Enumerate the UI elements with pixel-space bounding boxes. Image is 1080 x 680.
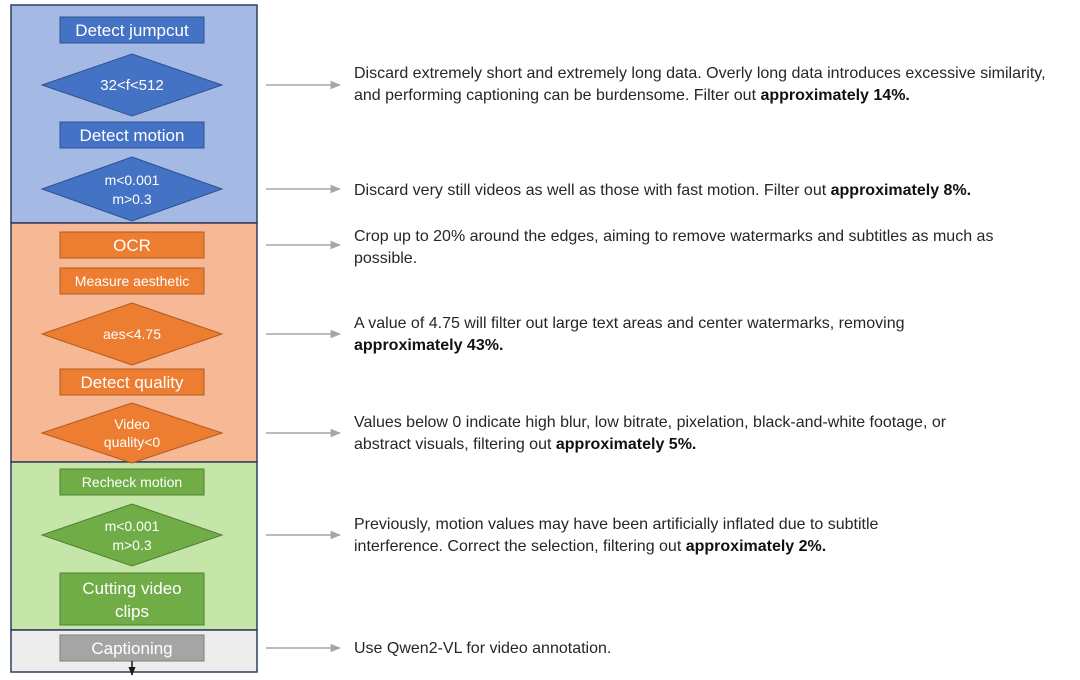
motion-condition-line1: m<0.001 [105,172,160,188]
annotation-frames-bold: approximately 14%. [760,87,910,104]
quality-condition-line1: Video [114,416,150,432]
annotation-ocr: Crop up to 20% around the edges, aiming … [354,226,994,270]
cutting-clips-line1: Cutting video [82,579,181,598]
ocr-label: OCR [113,236,151,255]
ocr-box [59,231,205,259]
aesthetic-condition-label: aes<4.75 [103,326,161,342]
annotation-captioning-text: Use Qwen2-VL for video annotation. [354,640,612,657]
recheck-condition-line2: m>0.3 [112,537,152,553]
annotation-recheck-bold: approximately 2%. [685,538,827,555]
quality-condition-line2: quality<0 [104,434,161,450]
frames-condition-label: 32<f<512 [100,77,163,94]
annotation-quality-bold: approximately 5%. [555,436,697,453]
annotation-motion-bold: approximately 8%. [830,182,972,199]
annotation-aesthetic-bold: approximately 43%. [354,337,504,354]
motion-condition-line2: m>0.3 [112,191,152,207]
annotation-quality-text: Values below 0 indicate high blur, low b… [354,414,947,453]
recheck-motion-box [59,468,205,496]
detect-jumpcut-box [59,16,205,44]
cutting-clips-line2: clips [115,602,149,621]
annotation-recheck-text: Previously, motion values may have been … [354,516,879,555]
detect-motion-label: Detect motion [80,126,185,145]
detect-jumpcut-label: Detect jumpcut [75,21,189,40]
detect-motion-box [59,121,205,149]
measure-aesthetic-box [59,267,205,295]
cutting-clips-box [59,572,205,626]
frames-condition-diamond [40,53,224,117]
annotation-quality: Values below 0 indicate high blur, low b… [354,412,964,456]
annotation-aesthetic: A value of 4.75 will filter out large te… [354,313,934,357]
annotation-recheck: Previously, motion values may have been … [354,514,964,558]
detect-quality-box [59,368,205,396]
recheck-condition-diamond [40,503,224,567]
annotation-aesthetic-text: A value of 4.75 will filter out large te… [354,315,905,332]
quality-condition-diamond [40,402,224,464]
annotation-motion: Discard very still videos as well as tho… [354,180,1064,202]
detect-quality-label: Detect quality [81,373,184,392]
recheck-condition-line1: m<0.001 [105,518,160,534]
captioning-label: Captioning [91,639,172,658]
annotation-captioning: Use Qwen2-VL for video annotation. [354,638,1064,660]
aesthetic-condition-diamond [40,302,224,366]
annotation-frames-text: Discard extremely short and extremely lo… [354,65,1046,104]
measure-aesthetic-label: Measure aesthetic [75,273,189,289]
annotation-frames: Discard extremely short and extremely lo… [354,63,1064,107]
recheck-motion-label: Recheck motion [82,474,182,490]
annotation-motion-text: Discard very still videos as well as tho… [354,182,831,199]
motion-condition-diamond [40,156,224,222]
annotation-ocr-text: Crop up to 20% around the edges, aiming … [354,228,994,267]
